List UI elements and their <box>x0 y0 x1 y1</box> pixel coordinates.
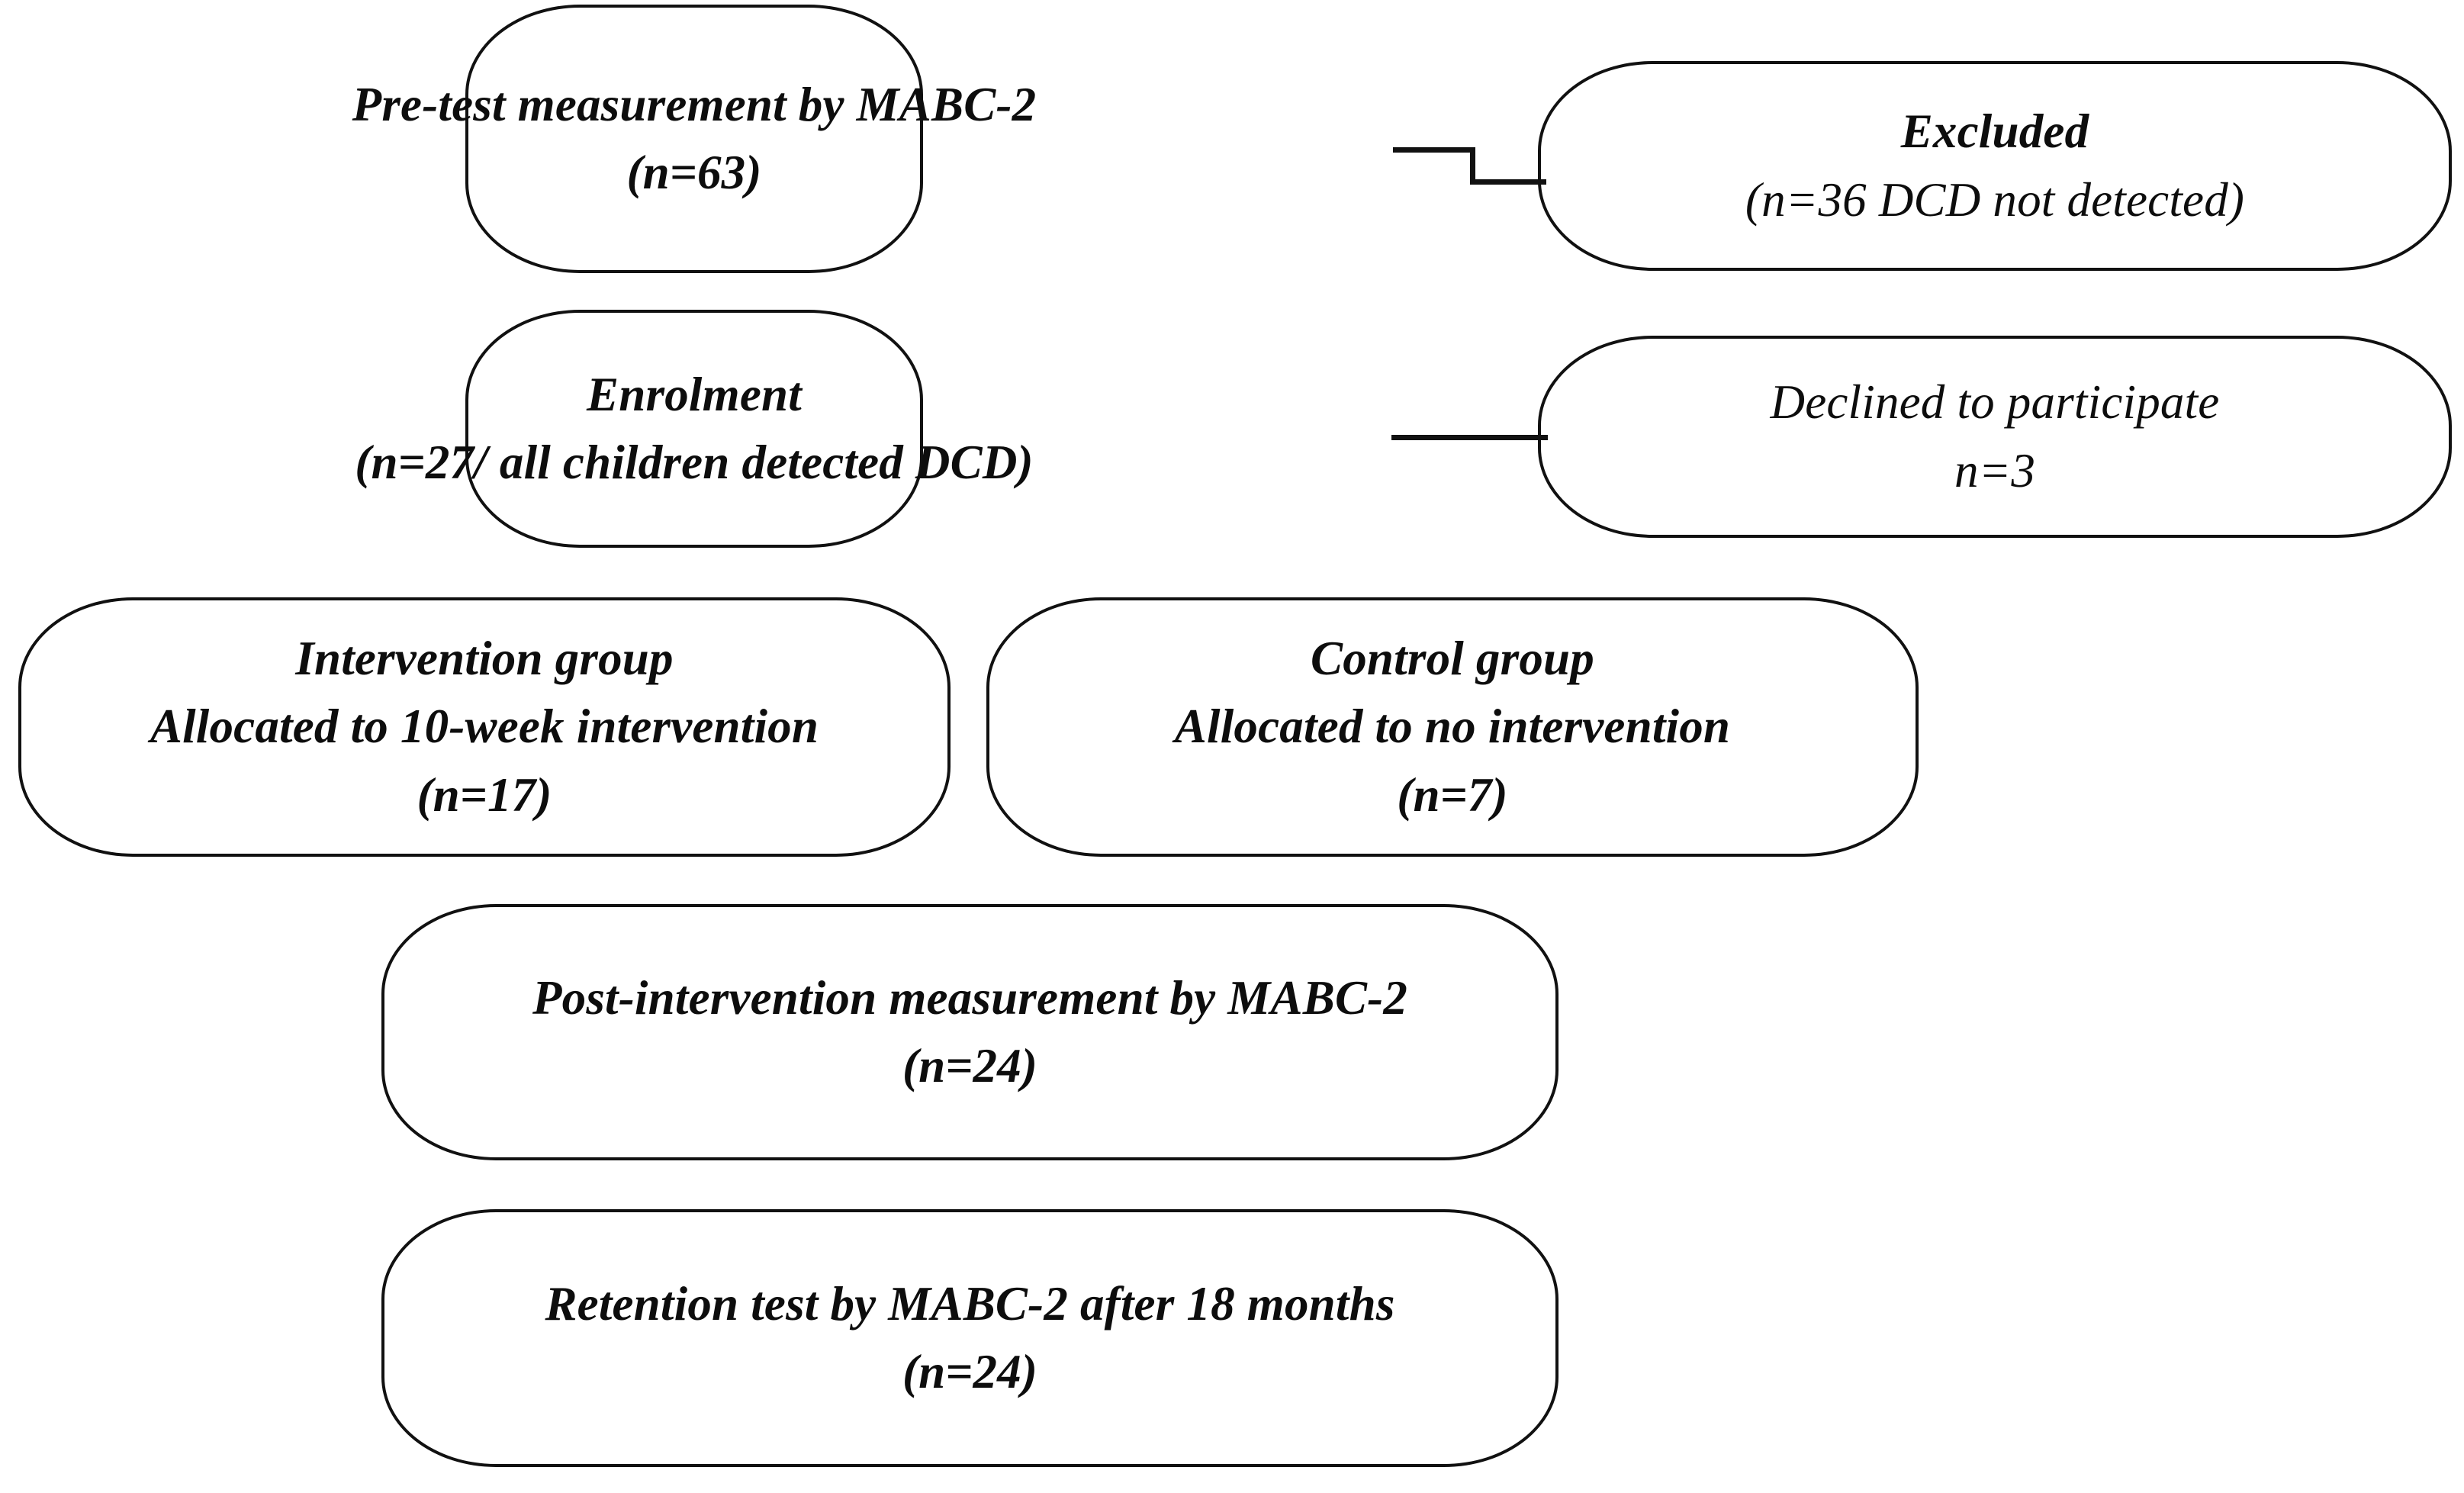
connector-pretest-excluded-segment-drop <box>1470 147 1475 185</box>
control-line-2: Allocated to no intervention <box>1174 700 1731 754</box>
control-line-1: Control group <box>1311 631 1594 685</box>
intervention-line-3: (n=17) <box>417 767 552 822</box>
excluded-line-2: (n=36 DCD not detected) <box>1745 172 2245 227</box>
excluded-line-1: Excluded <box>1900 105 2089 159</box>
intervention-line-2: Allocated to 10-week intervention <box>150 700 819 754</box>
post-intervention-line-1: Post-intervention measurement by MABC-2 <box>532 970 1408 1025</box>
post-intervention-line-2: (n=24) <box>902 1039 1038 1092</box>
retention-test-box: Retention test by MABC-2 after 18 months… <box>381 1209 1558 1467</box>
control-line-3: (n=7) <box>1397 767 1508 822</box>
pre-test-line-2: (n=63) <box>626 146 762 199</box>
excluded-box: Excluded (n=36 DCD not detected) <box>1538 61 2452 271</box>
retention-line-2: (n=24) <box>902 1345 1038 1398</box>
intervention-group-box: Intervention group Allocated to 10-week … <box>18 597 951 857</box>
post-intervention-measurement-box: Post-intervention measurement by MABC-2 … <box>381 904 1558 1160</box>
pre-test-measurement-box: Pre-test measurement by MABC-2 (n=63) <box>352 5 1036 273</box>
intervention-line-1: Intervention group <box>295 631 674 685</box>
connector-pretest-excluded-segment-top <box>1393 147 1475 153</box>
enrolment-line-2: (n=27/ all children detected DCD) <box>355 436 1034 489</box>
declined-line-1: Declined to participate <box>1770 375 2220 430</box>
declined-line-2: n=3 <box>1954 443 2036 497</box>
enrolment-box: Enrolment (n=27/ all children detected D… <box>355 310 1034 548</box>
connector-pretest-excluded-segment-bottom <box>1470 179 1546 185</box>
control-group-box: Control group Allocated to no interventi… <box>986 597 1919 857</box>
connector-enrolment-declined-segment <box>1391 435 1548 440</box>
enrolment-line-1: Enrolment <box>587 367 802 421</box>
retention-line-1: Retention test by MABC-2 after 18 months <box>545 1276 1395 1331</box>
pre-test-line-1: Pre-test measurement by MABC-2 <box>352 77 1037 131</box>
declined-to-participate-box: Declined to participate n=3 <box>1538 336 2452 538</box>
